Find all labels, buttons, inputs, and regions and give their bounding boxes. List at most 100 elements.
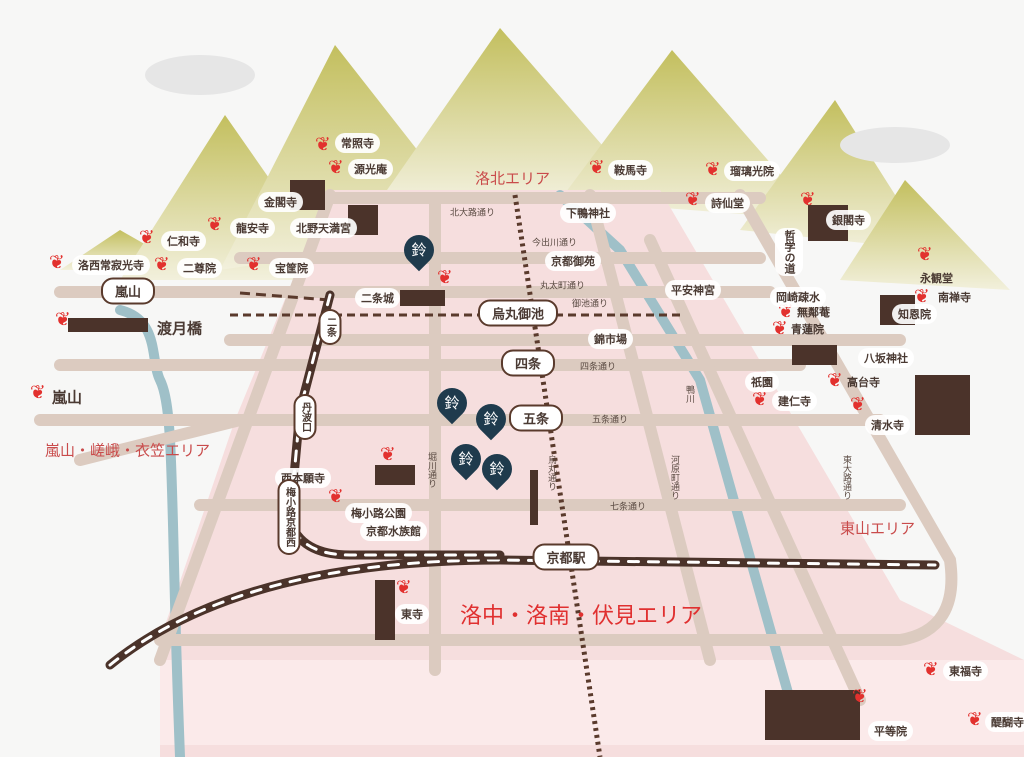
landmark-label[interactable]: 北野天満宮 bbox=[290, 218, 357, 238]
maple-leaf-icon: ❦ bbox=[139, 226, 155, 249]
maple-leaf-icon: ❦ bbox=[328, 156, 344, 179]
maple-leaf-icon: ❦ bbox=[396, 576, 412, 599]
maple-leaf-icon: ❦ bbox=[55, 308, 71, 331]
station-0[interactable]: 嵐山 bbox=[100, 277, 156, 305]
landmark-label[interactable]: 哲学の道 bbox=[775, 228, 803, 276]
spot-label[interactable]: 東寺 bbox=[395, 604, 429, 624]
spot-label[interactable]: 鞍馬寺 bbox=[608, 160, 653, 180]
spot-label[interactable]: 醍醐寺 bbox=[985, 712, 1024, 732]
landmark-label[interactable]: 祇園 bbox=[745, 372, 779, 392]
suzu-pin-icon[interactable]: 鈴 bbox=[475, 447, 519, 491]
suzu-pin-icon[interactable]: 鈴 bbox=[469, 397, 513, 441]
rail-lines bbox=[105, 290, 940, 670]
nishihonganji-building-icon bbox=[375, 465, 415, 485]
maple-leaf-icon: ❦ bbox=[852, 685, 868, 708]
spot-label[interactable]: 高台寺 bbox=[847, 376, 880, 389]
station-5[interactable]: 二条 bbox=[318, 309, 342, 345]
station-4[interactable]: 京都駅 bbox=[532, 543, 600, 571]
spot-label[interactable]: 宝筐院 bbox=[269, 258, 314, 278]
area-label: 洛中・洛南・伏見エリア bbox=[460, 604, 703, 629]
station-7[interactable]: 梅小路京都西 bbox=[277, 479, 301, 555]
road-label: 北大路通り bbox=[450, 208, 496, 219]
kiyomizu-building-icon bbox=[915, 375, 970, 435]
spot-label[interactable]: 渡月橋 bbox=[157, 319, 203, 338]
spot-label[interactable]: 青蓮院 bbox=[791, 323, 824, 336]
byodoin-building-icon bbox=[765, 690, 860, 740]
suzu-pin-icon[interactable]: 鈴 bbox=[397, 228, 441, 272]
road-label: 鴨川 bbox=[684, 385, 694, 403]
spot-label[interactable]: 梅小路公園 bbox=[345, 503, 412, 523]
spot-label[interactable]: 詩仙堂 bbox=[705, 193, 750, 213]
spot-label[interactable]: 二尊院 bbox=[177, 258, 222, 278]
road-label: 丸太町通り bbox=[540, 281, 586, 292]
station-6[interactable]: 丹波口 bbox=[293, 394, 317, 440]
subway-lines bbox=[230, 194, 680, 757]
pin-glyph: 鈴 bbox=[458, 450, 474, 468]
nijo-castle-icon bbox=[400, 290, 445, 306]
togetsukyo-bridge-icon bbox=[68, 318, 148, 332]
maple-leaf-icon: ❦ bbox=[49, 251, 65, 274]
maple-leaf-icon: ❦ bbox=[827, 369, 843, 392]
road-label: 烏丸通り bbox=[546, 455, 556, 491]
road-label: 堀川通り bbox=[426, 452, 436, 488]
spot-label[interactable]: 嵐山 bbox=[52, 388, 83, 407]
clouds bbox=[145, 55, 950, 163]
station-1[interactable]: 烏丸御池 bbox=[477, 299, 559, 327]
spot-label[interactable]: 常照寺 bbox=[335, 133, 380, 153]
landmark-label[interactable]: 岡崎疎水 bbox=[770, 287, 826, 307]
area-label: 洛北エリア bbox=[475, 169, 551, 188]
spot-label[interactable]: 平等院 bbox=[868, 721, 913, 741]
landmark-label[interactable]: 平安神宮 bbox=[665, 280, 721, 300]
landmark-label[interactable]: 京都水族館 bbox=[360, 521, 427, 541]
toji-pagoda-icon bbox=[375, 580, 395, 640]
spot-label[interactable]: 瑠璃光院 bbox=[724, 161, 780, 181]
yasaka-shrine-icon bbox=[792, 345, 837, 365]
area-label: 嵐山・嵯峨・衣笠エリア bbox=[45, 441, 211, 460]
spot-label[interactable]: 銀閣寺 bbox=[826, 210, 871, 230]
spot-label[interactable]: 仁和寺 bbox=[161, 231, 206, 251]
road-label: 七条通り bbox=[610, 502, 647, 513]
spot-label[interactable]: 源光庵 bbox=[348, 159, 393, 179]
maple-leaf-icon: ❦ bbox=[315, 133, 331, 156]
road-label: 四条通り bbox=[580, 362, 617, 373]
maple-leaf-icon: ❦ bbox=[328, 485, 344, 508]
maple-leaf-icon: ❦ bbox=[772, 317, 788, 340]
spot-label[interactable]: 龍安寺 bbox=[230, 218, 275, 238]
pin-glyph: 鈴 bbox=[489, 460, 505, 478]
spot-label[interactable]: 南禅寺 bbox=[938, 291, 971, 304]
landmark-label[interactable]: 金閣寺 bbox=[258, 192, 303, 212]
area-label: 東山エリア bbox=[840, 519, 916, 538]
kyoto-tower-icon bbox=[530, 470, 538, 525]
pin-glyph: 鈴 bbox=[411, 241, 427, 259]
spot-label[interactable]: 永観堂 bbox=[920, 272, 953, 285]
spot-label[interactable]: 清水寺 bbox=[865, 415, 910, 435]
road-label: 五条通り bbox=[592, 415, 629, 426]
spot-label[interactable]: 洛西常寂光寺 bbox=[72, 255, 150, 275]
suzu-pin-icon[interactable]: 鈴 bbox=[430, 381, 474, 425]
landmark-label[interactable]: 京都御苑 bbox=[545, 251, 601, 271]
station-3[interactable]: 五条 bbox=[508, 404, 564, 432]
spot-label[interactable]: 東福寺 bbox=[943, 661, 988, 681]
landmark-label[interactable]: 錦市場 bbox=[588, 329, 633, 349]
suzu-pin-icon[interactable]: 鈴 bbox=[444, 437, 488, 481]
spot-label[interactable]: 無鄰菴 bbox=[797, 306, 830, 319]
maple-leaf-icon: ❦ bbox=[850, 393, 866, 416]
road-label: 今出川通り bbox=[532, 238, 578, 249]
maple-leaf-icon: ❦ bbox=[437, 266, 453, 289]
landmark-label[interactable]: 知恩院 bbox=[892, 304, 937, 324]
landmark-label[interactable]: 下鴨神社 bbox=[560, 203, 616, 223]
pin-glyph: 鈴 bbox=[444, 394, 460, 412]
maple-leaf-icon: ❦ bbox=[923, 658, 939, 681]
road-label: 東大路通り bbox=[841, 455, 851, 500]
station-2[interactable]: 四条 bbox=[500, 349, 556, 377]
maple-leaf-icon: ❦ bbox=[589, 156, 605, 179]
spot-label[interactable]: 二条城 bbox=[355, 288, 400, 308]
maple-leaf-icon: ❦ bbox=[154, 253, 170, 276]
maple-leaf-icon: ❦ bbox=[914, 285, 930, 308]
maple-leaf-icon: ❦ bbox=[800, 188, 816, 211]
maple-leaf-icon: ❦ bbox=[207, 213, 223, 236]
spot-label[interactable]: 建仁寺 bbox=[772, 391, 817, 411]
maple-leaf-icon: ❦ bbox=[380, 443, 396, 466]
maple-leaf-icon: ❦ bbox=[685, 188, 701, 211]
landmark-label[interactable]: 八坂神社 bbox=[858, 348, 914, 368]
